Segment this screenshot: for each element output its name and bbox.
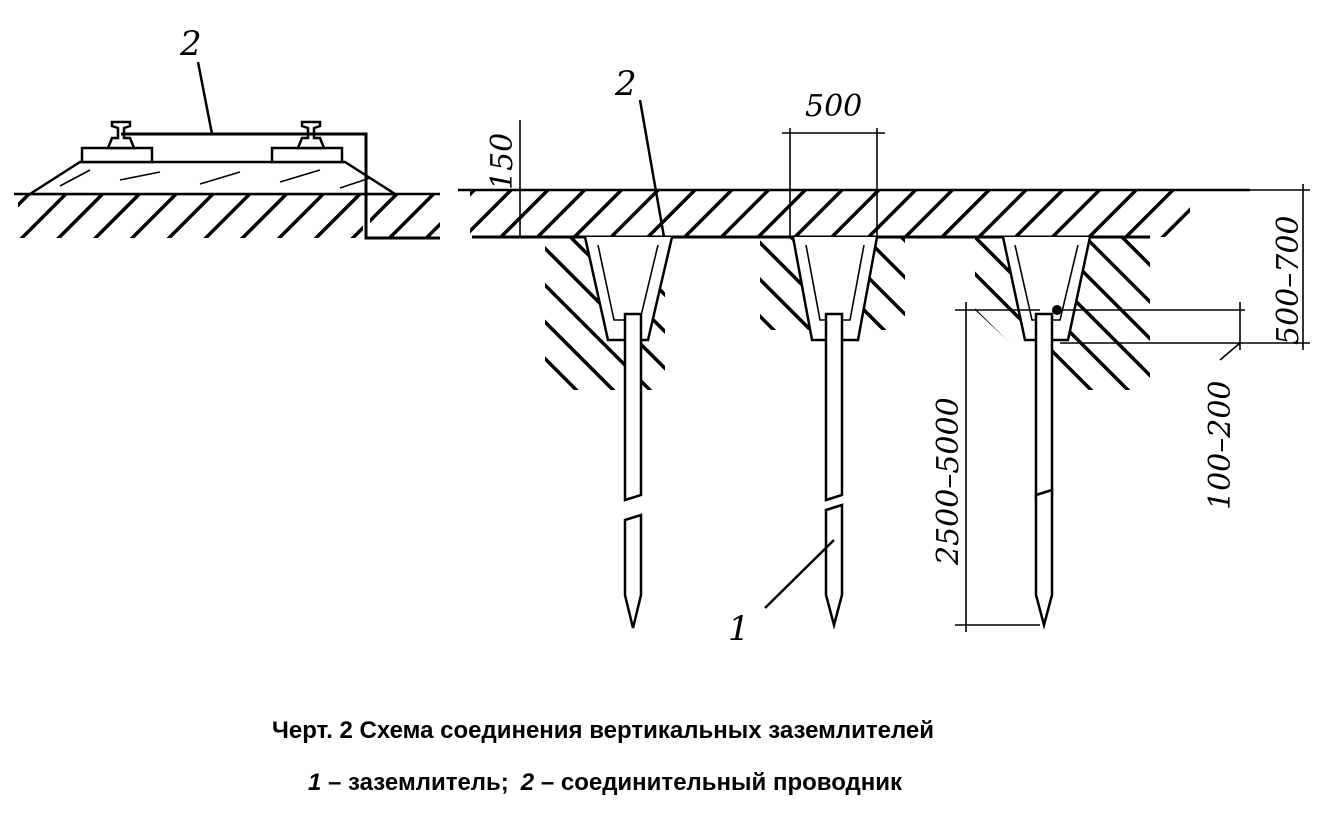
label-conductor-right: 2 bbox=[614, 64, 637, 104]
soil-top-layer bbox=[470, 190, 1190, 237]
ballast-embankment bbox=[25, 160, 400, 196]
dim-500-700-text: 500–700 bbox=[1271, 215, 1306, 345]
electrodes-section: 2 1 150 500 500–700 100–2 bbox=[458, 64, 1310, 649]
ballast-texture bbox=[59, 169, 371, 189]
caption-title: Черт. 2 Схема соединения вертикальных за… bbox=[272, 717, 934, 744]
rail-track-section: 2 bbox=[14, 24, 440, 240]
leader-label-2-right bbox=[638, 99, 666, 238]
legend-text-2: – соединительный проводник bbox=[534, 769, 903, 796]
electrode-1 bbox=[623, 312, 643, 629]
dim-150-text: 150 bbox=[485, 133, 520, 190]
dimension-150: 150 bbox=[485, 120, 521, 237]
dimension-500: 500 bbox=[782, 89, 885, 237]
dim-2500-5000-text: 2500–5000 bbox=[931, 397, 966, 566]
leader-label-1 bbox=[764, 539, 835, 609]
rail-plate-right bbox=[270, 146, 344, 164]
soil-left-trench-side bbox=[370, 194, 440, 238]
dimension-100-200: 100–200 bbox=[1060, 302, 1245, 510]
caption-legend: 1 – заземлитель; 2 – соединительный прово… bbox=[308, 769, 903, 796]
dim-500-text: 500 bbox=[805, 89, 862, 124]
dimension-500-700: 500–700 bbox=[1150, 184, 1310, 350]
electrode-3 bbox=[1034, 305, 1062, 630]
soil-left bbox=[18, 194, 363, 238]
figure-caption: Черт. 2 Схема соединения вертикальных за… bbox=[272, 717, 934, 796]
legend-number-1: 1 bbox=[308, 769, 321, 796]
rail-plate-left bbox=[80, 146, 154, 164]
weld-point bbox=[1052, 305, 1062, 315]
label-electrode: 1 bbox=[728, 609, 750, 649]
electrode-2 bbox=[824, 312, 844, 630]
legend-text-1: – заземлитель; bbox=[321, 769, 508, 796]
dimension-2500-5000: 2500–5000 bbox=[931, 302, 1040, 632]
dim-100-200-text: 100–200 bbox=[1203, 380, 1238, 510]
leader-label-2-left bbox=[196, 61, 214, 135]
label-conductor-left: 2 bbox=[179, 24, 202, 64]
legend-number-2: 2 bbox=[520, 769, 535, 796]
connecting-conductor-left bbox=[121, 132, 440, 240]
